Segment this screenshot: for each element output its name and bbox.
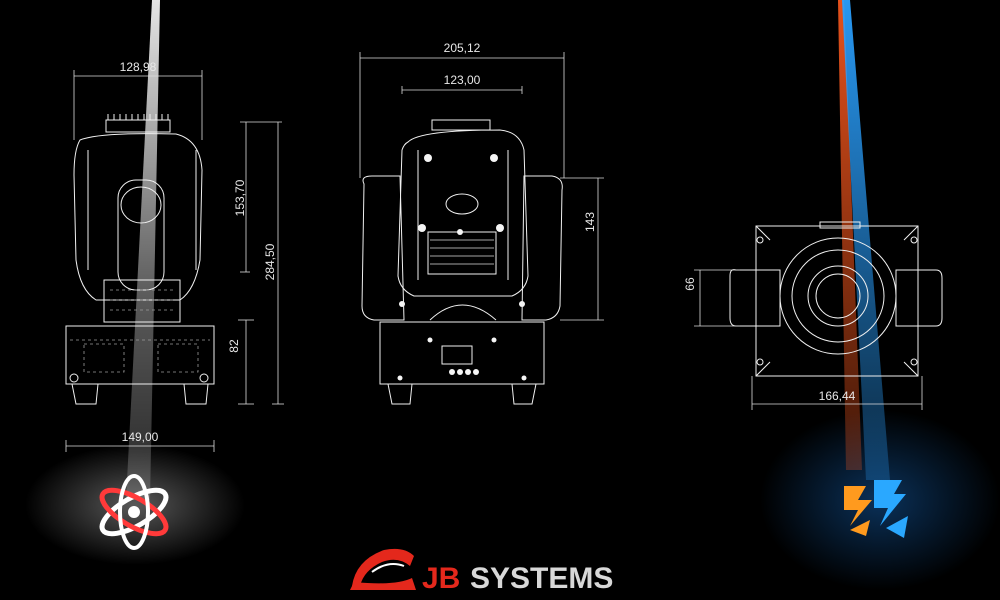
front-inner-width-label: 123,00 xyxy=(444,73,481,87)
top-view: 66 166,44 xyxy=(683,0,1000,590)
top-arm-depth-label: 66 xyxy=(683,277,697,291)
top-dimension-base-width: 166,44 xyxy=(751,376,923,410)
side-total-height-label: 284,50 xyxy=(263,243,277,280)
front-dimension-arm-height: 143 xyxy=(560,177,604,321)
side-dimension-base-width: 149,00 xyxy=(65,430,215,452)
side-base-height-label: 82 xyxy=(227,339,241,353)
brand-prefix: JB xyxy=(422,562,460,595)
top-dimension-arm-depth: 66 xyxy=(683,269,740,327)
front-dimension-inner-width: 123,00 xyxy=(401,73,523,94)
brand-logo: JB SYSTEMS xyxy=(350,548,613,595)
blue-light-beam xyxy=(842,0,890,480)
side-upper-height-label: 153,70 xyxy=(233,179,247,216)
front-fixture-outline xyxy=(361,119,563,405)
top-base-width-label: 166,44 xyxy=(819,389,856,403)
side-top-width-label: 128,98 xyxy=(120,60,157,74)
side-fixture-outline xyxy=(65,114,215,405)
gobo-projection-right xyxy=(844,480,908,538)
side-dimension-heights: 153,70 284,50 82 xyxy=(227,121,284,405)
side-dimension-top-width: 128,98 xyxy=(73,60,203,140)
front-overall-width-label: 205,12 xyxy=(444,41,481,55)
front-arm-height-label: 143 xyxy=(583,212,597,232)
brand-suffix: SYSTEMS xyxy=(470,562,613,595)
side-base-width-label: 149,00 xyxy=(122,430,159,444)
white-light-beam xyxy=(126,0,160,500)
front-dimension-overall-width: 205,12 xyxy=(359,41,565,178)
orange-light-beam xyxy=(838,0,862,470)
gobo-projection-left xyxy=(99,474,169,550)
top-fixture-outline xyxy=(729,221,943,377)
white-floor-glow xyxy=(25,445,245,565)
side-view: 128,98 153,70 284,50 82 149,00 xyxy=(25,0,284,565)
brand-swoosh-icon xyxy=(350,548,416,590)
front-view: 205,12 123,00 143 xyxy=(359,41,604,405)
